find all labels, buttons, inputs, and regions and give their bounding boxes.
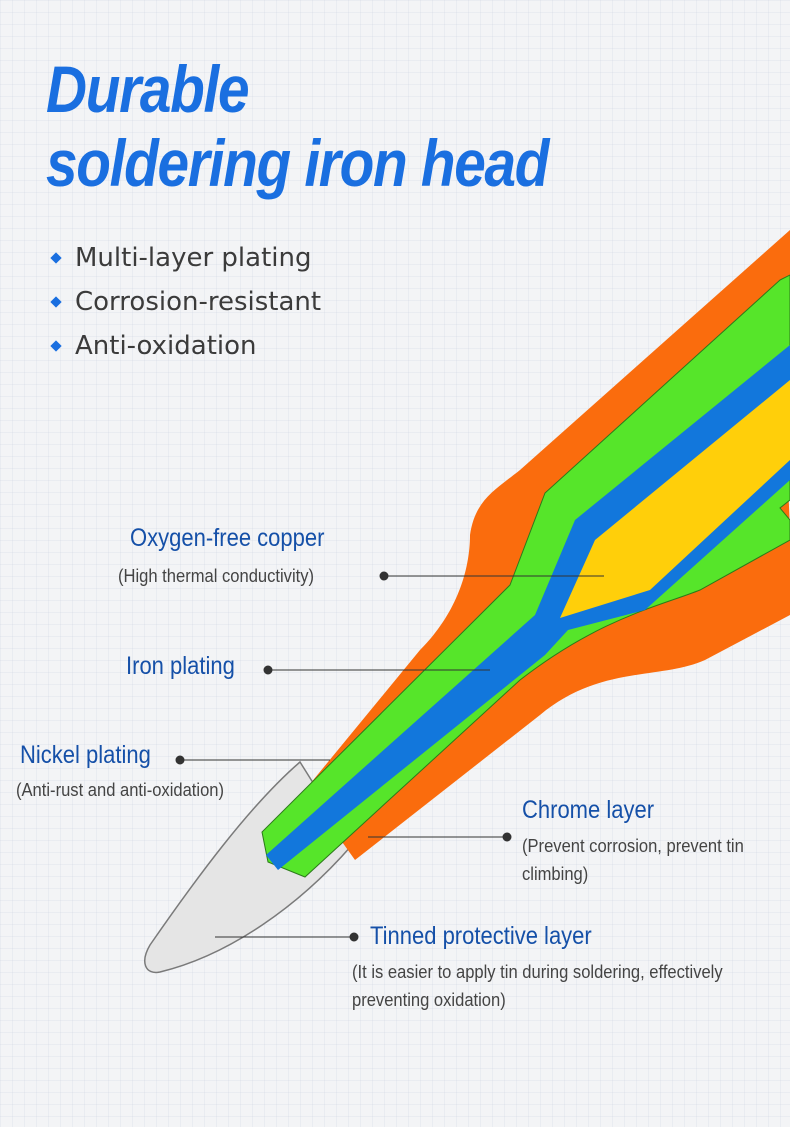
tin-label: Tinned protective layer bbox=[370, 922, 592, 950]
iron-leader-dot bbox=[263, 665, 273, 675]
feature-item: Multi-layer plating bbox=[50, 236, 321, 280]
feature-item: Corrosion-resistant bbox=[50, 280, 321, 324]
tin-leader-dot bbox=[349, 932, 359, 942]
feature-list: Multi-layer plating Corrosion-resistant … bbox=[50, 236, 321, 368]
copper-label: Oxygen-free copper bbox=[130, 524, 325, 552]
copper-leader-dot bbox=[379, 571, 389, 581]
chrome-leader-dot bbox=[502, 832, 512, 842]
title-line-2: soldering iron head bbox=[46, 126, 549, 200]
feature-text: Anti-oxidation bbox=[75, 331, 257, 361]
feature-item: Anti-oxidation bbox=[50, 324, 321, 368]
tin-description: (It is easier to apply tin during solder… bbox=[352, 962, 723, 1010]
title-line-1: Durable bbox=[46, 52, 250, 126]
iron-layer-shape bbox=[266, 345, 790, 870]
feature-text: Multi-layer plating bbox=[75, 243, 312, 273]
feature-text: Corrosion-resistant bbox=[75, 287, 322, 317]
chrome-label: Chrome layer bbox=[522, 796, 655, 824]
copper-core-shape bbox=[560, 380, 790, 618]
nickel-label: Nickel plating bbox=[20, 741, 151, 769]
nickel-description: (Anti-rust and anti-oxidation) bbox=[16, 780, 225, 800]
page-title: Durable soldering iron head bbox=[46, 52, 549, 200]
nickel-leader-dot bbox=[175, 755, 185, 765]
iron-label: Iron plating bbox=[126, 652, 235, 680]
chrome-description: (Prevent corrosion, prevent tin climbing… bbox=[522, 836, 744, 884]
copper-description: (High thermal conductivity) bbox=[118, 566, 315, 586]
